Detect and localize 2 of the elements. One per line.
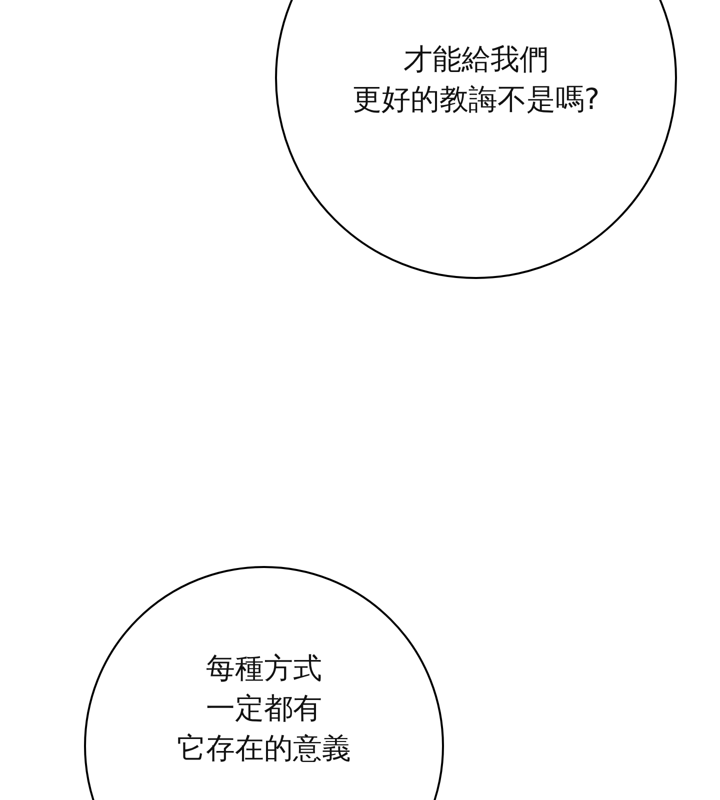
speech-text: 才能給我們更好的教誨不是嗎? (351, 41, 601, 118)
speech-text: 每種方式一定都有它存在的意義 (176, 650, 352, 767)
